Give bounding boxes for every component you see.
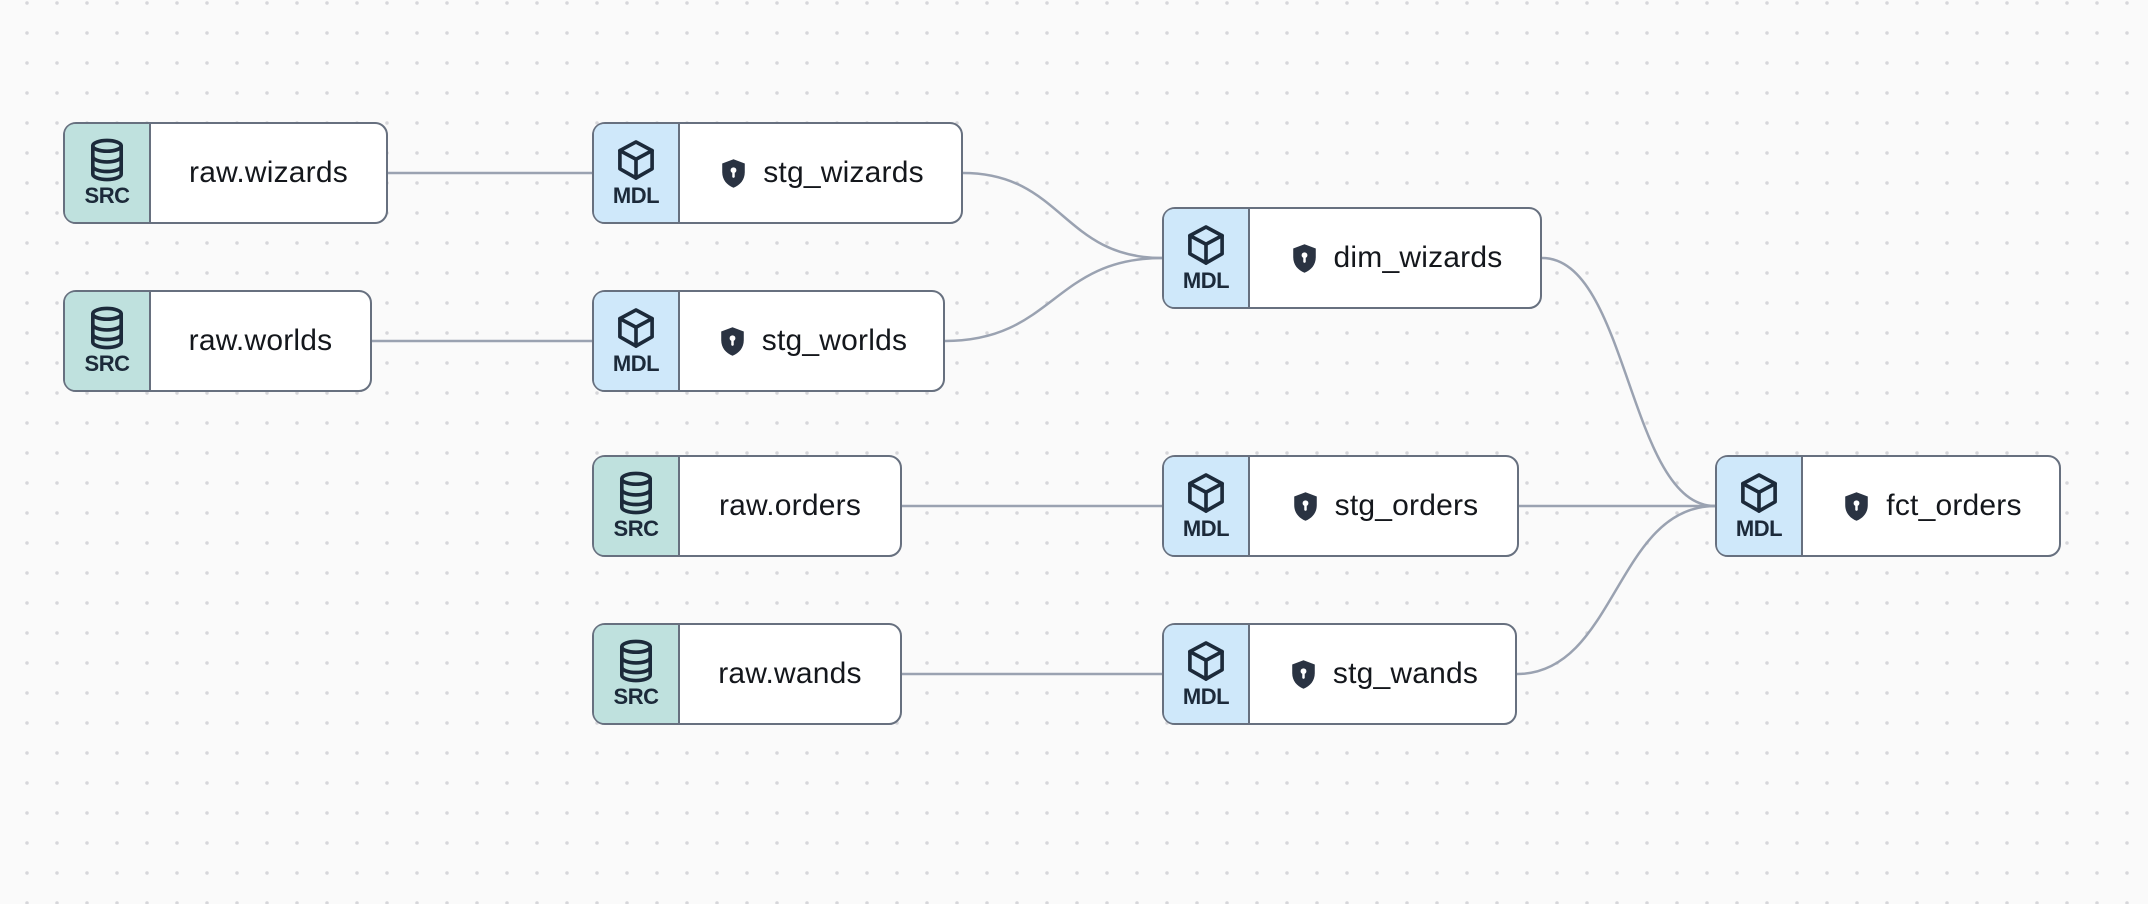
shield-lock-icon	[716, 325, 749, 358]
badge-label: MDL	[1182, 684, 1230, 709]
node-label: stg_worlds	[761, 324, 908, 357]
cube-icon	[1736, 470, 1782, 516]
node-label-area: raw.wands	[680, 625, 900, 723]
badge-label: MDL	[1182, 268, 1230, 293]
cube-icon	[1183, 638, 1229, 684]
node-label-area: stg_worlds	[680, 292, 943, 390]
node-label-area: raw.worlds	[151, 292, 370, 390]
badge-label: MDL	[612, 183, 660, 208]
badge-label: SRC	[84, 351, 130, 376]
shield-lock-icon	[1288, 242, 1321, 275]
database-icon	[613, 470, 659, 516]
node-label: raw.wands	[718, 657, 862, 690]
model-type-badge: MDL	[594, 292, 680, 390]
node-fct-orders[interactable]: MDL fct_orders	[1715, 455, 2061, 557]
model-type-badge: MDL	[1164, 209, 1250, 307]
source-type-badge: SRC	[65, 292, 151, 390]
node-raw-wands[interactable]: SRC raw.wands	[592, 623, 902, 725]
badge-label: MDL	[1735, 516, 1783, 541]
database-icon	[84, 137, 130, 183]
source-type-badge: SRC	[594, 457, 680, 555]
model-type-badge: MDL	[594, 124, 680, 222]
node-label: fct_orders	[1886, 489, 2022, 522]
source-type-badge: SRC	[594, 625, 680, 723]
edge-dim_wizards-to-fct_orders	[1541, 256, 1716, 508]
model-type-badge: MDL	[1164, 625, 1250, 723]
badge-label: SRC	[613, 684, 659, 709]
badge-label: SRC	[84, 183, 130, 208]
badge-label: SRC	[613, 516, 659, 541]
node-label: raw.worlds	[188, 324, 333, 357]
node-stg-wands[interactable]: MDL stg_wands	[1162, 623, 1517, 725]
node-label-area: raw.orders	[680, 457, 900, 555]
shield-lock-icon	[1840, 490, 1873, 523]
cube-icon	[1183, 222, 1229, 268]
badge-label: MDL	[1182, 516, 1230, 541]
node-dim-wizards[interactable]: MDL dim_wizards	[1162, 207, 1542, 309]
node-label: stg_orders	[1334, 489, 1479, 522]
node-label-area: raw.wizards	[151, 124, 386, 222]
node-stg-orders[interactable]: MDL stg_orders	[1162, 455, 1519, 557]
shield-lock-icon	[717, 157, 750, 190]
node-raw-orders[interactable]: SRC raw.orders	[592, 455, 902, 557]
node-label: raw.orders	[718, 489, 862, 522]
edge-stg_wands-to-fct_orders	[1516, 504, 1716, 676]
node-label-area: stg_wands	[1250, 625, 1515, 723]
badge-label: MDL	[612, 351, 660, 376]
node-raw-worlds[interactable]: SRC raw.worlds	[63, 290, 372, 392]
shield-lock-icon	[1289, 490, 1322, 523]
edge-stg_worlds-to-dim_wizards	[944, 256, 1163, 343]
node-label-area: dim_wizards	[1250, 209, 1540, 307]
node-label-area: stg_wizards	[680, 124, 961, 222]
node-stg-wizards[interactable]: MDL stg_wizards	[592, 122, 963, 224]
node-label-area: stg_orders	[1250, 457, 1517, 555]
model-type-badge: MDL	[1164, 457, 1250, 555]
model-type-badge: MDL	[1717, 457, 1803, 555]
database-icon	[613, 638, 659, 684]
source-type-badge: SRC	[65, 124, 151, 222]
shield-lock-icon	[1287, 658, 1320, 691]
node-label-area: fct_orders	[1803, 457, 2059, 555]
node-stg-worlds[interactable]: MDL stg_worlds	[592, 290, 945, 392]
node-label: raw.wizards	[189, 156, 348, 189]
node-label: stg_wands	[1332, 657, 1479, 690]
database-icon	[84, 305, 130, 351]
cube-icon	[613, 137, 659, 183]
cube-icon	[613, 305, 659, 351]
node-label: stg_wizards	[763, 156, 924, 189]
node-label: dim_wizards	[1333, 241, 1503, 274]
edge-stg_wizards-to-dim_wizards	[962, 171, 1163, 260]
cube-icon	[1183, 470, 1229, 516]
node-raw-wizards[interactable]: SRC raw.wizards	[63, 122, 388, 224]
